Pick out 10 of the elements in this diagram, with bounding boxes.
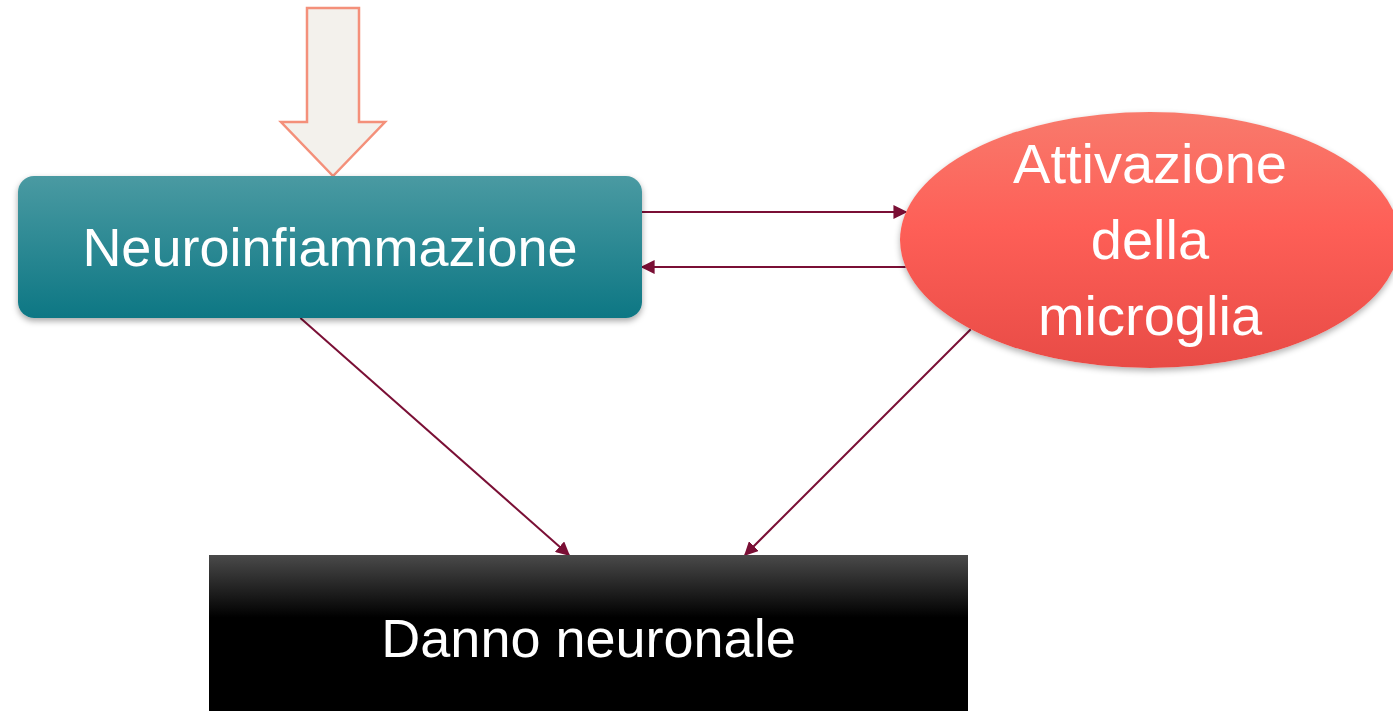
process-box [18,176,642,318]
arrow [640,260,907,274]
process-box [209,555,968,711]
block-arrow [278,6,388,178]
node-label: Attivazione della microglia [1012,131,1288,349]
arrow [641,205,908,219]
arrow [299,317,571,556]
arrow [744,328,972,556]
node-label: Danno neuronale [381,607,796,669]
node-label: Neuroinfiammazione [82,216,578,278]
